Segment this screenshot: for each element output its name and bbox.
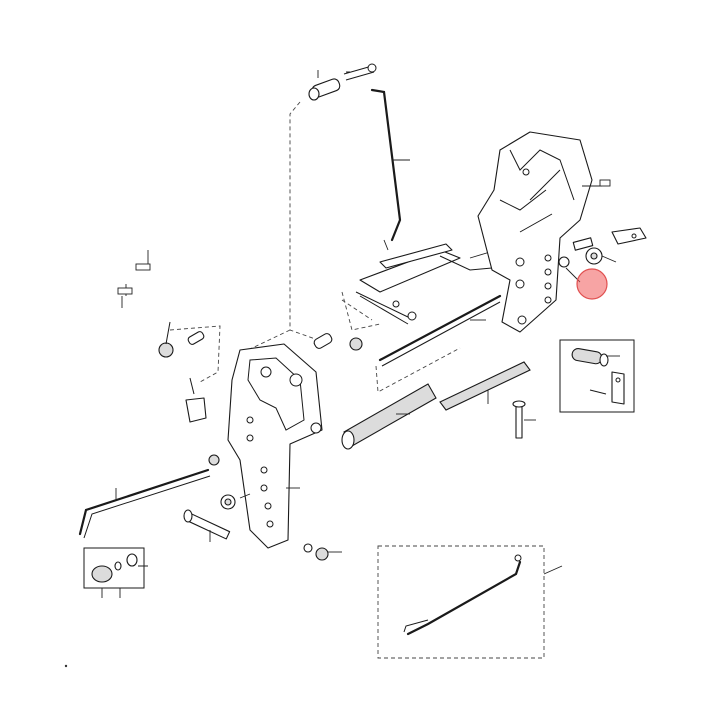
top-pin-group [308,63,377,101]
assembly-line-upper [247,101,319,351]
left-callout-tags [117,250,151,308]
flat-bar [439,361,531,411]
left-hardware [183,454,342,561]
left-bracket [227,343,323,549]
hook-rod [78,468,211,539]
detail-inset-bottom [377,545,563,659]
long-rod [370,88,410,242]
detail-inset-left [83,547,148,598]
tube [341,383,437,450]
detail-inset-right [559,339,635,413]
bracket-hardware [558,227,647,283]
small-dot [64,664,68,668]
right-bracket [477,131,611,333]
threaded-rod [375,294,502,393]
linkage-frame [341,239,504,331]
left-pins [158,321,363,423]
highlight-marker [576,268,608,300]
vertical-bolt [512,400,536,439]
